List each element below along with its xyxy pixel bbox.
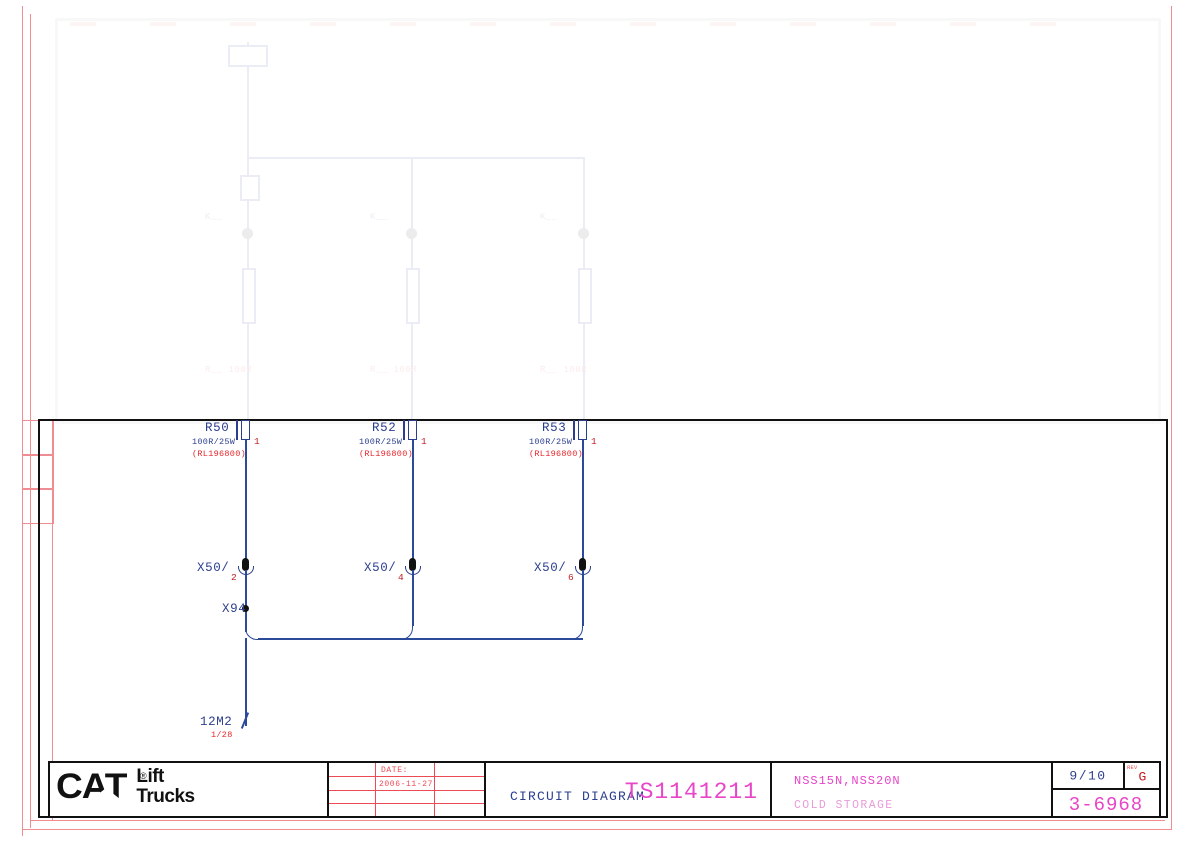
revision-grid: DATE: 2006-11-27: [329, 763, 484, 816]
page-number: 9/10: [1069, 768, 1107, 783]
drawing-number: TS1141211: [624, 779, 758, 805]
resistor-part-r50: (RL196800): [192, 449, 247, 459]
title-block-rev-cell: 9/10 REV G 3-6968: [1053, 763, 1159, 816]
connector-pinnum-x50-4: 4: [398, 572, 404, 583]
bus-horizontal: [258, 638, 583, 640]
resistor-symbol-r50: [241, 420, 250, 440]
title-block-model-cell: NSS15N,NSS20N COLD STORAGE: [772, 763, 1053, 816]
wire-bus-to-12m2: [245, 638, 247, 726]
resistor-part-r52: (RL196800): [359, 449, 414, 459]
date-value: 2006-11-27: [379, 780, 434, 789]
resistor-symbol-r53: [578, 420, 587, 440]
connector-label-x50-6: X50/: [534, 561, 567, 575]
wire-x50-6-to-bus: [582, 570, 584, 626]
resistor-ref-r50: R50: [205, 421, 230, 435]
frame-top-rule: [38, 419, 1168, 421]
resistor-rating-r52: 100R/25W: [359, 437, 403, 447]
connector-label-x50-2: X50/: [197, 561, 230, 575]
connector-label-x50-4: X50/: [364, 561, 397, 575]
page-rev-row: 9/10 REV G: [1053, 763, 1159, 790]
register-border-bottom-inner: [30, 820, 1165, 821]
model-designation: NSS15N,NSS20N: [794, 774, 901, 788]
sheet-link-label-12m2: 12M2: [200, 715, 233, 729]
cat-triangle-icon: [87, 788, 125, 803]
resistor-part-r53: (RL196800): [529, 449, 584, 459]
resistor-pin-r50: 1: [254, 436, 260, 447]
cat-lift-trucks-logo: CAT ® Lift Trucks: [56, 766, 195, 807]
resistor-ref-r52: R52: [372, 421, 397, 435]
brand-line-trucks: Trucks: [136, 786, 195, 807]
resistor-lead-r50: [236, 420, 238, 440]
title-block-logo-cell: CAT ® Lift Trucks: [50, 763, 329, 816]
date-label: DATE:: [381, 766, 409, 775]
title-block-title-cell: CIRCUIT DIAGRAM TS1141211: [486, 763, 772, 816]
resistor-rating-r50: 100R/25W: [192, 437, 236, 447]
zone-rail: [52, 420, 53, 820]
registered-trademark-icon: ®: [140, 771, 147, 781]
resistor-symbol-r52: [408, 420, 417, 440]
revision-cell: REV G: [1125, 763, 1159, 788]
revision-label: REV: [1127, 764, 1138, 771]
register-border-bottom: [22, 829, 1172, 830]
connector-pin-x50-2: [242, 558, 249, 571]
wire-r53-to-x50: [582, 440, 584, 566]
resistor-ref-r53: R53: [542, 421, 567, 435]
ghost-frame: [55, 18, 1161, 424]
ghost-overlay: K__ K__ K__ R__ 100R R__ 100R R__ 100R: [55, 18, 1161, 424]
resistor-lead-r52: [403, 420, 405, 440]
variant-designation: COLD STORAGE: [794, 799, 894, 812]
wire-r52-to-x50: [412, 440, 414, 566]
document-number: 3-6968: [1068, 794, 1144, 816]
resistor-lead-r53: [573, 420, 575, 440]
connector-pin-x50-4: [409, 558, 416, 571]
drawing-frame: [38, 419, 1168, 818]
zone-divider: [30, 420, 31, 522]
sheet-title: CIRCUIT DIAGRAM: [510, 789, 646, 804]
junction-node-x94: [242, 605, 249, 612]
connector-pinnum-x50-2: 2: [231, 572, 237, 583]
junction-label-x94: X94: [222, 602, 247, 616]
title-block-date-cell: DATE: 2006-11-27: [329, 763, 486, 816]
page-number-cell: 9/10: [1053, 763, 1125, 788]
connector-pinnum-x50-6: 6: [568, 572, 574, 583]
title-block: CAT ® Lift Trucks DATE: 2006-11-27: [48, 761, 1161, 818]
wire-x50-2-to-bus: [245, 570, 247, 632]
revision-value: G: [1138, 769, 1147, 785]
sheet-link-crossref-12m2: 1/28: [211, 730, 233, 740]
wire-r50-to-x50: [245, 440, 247, 566]
resistor-pin-r53: 1: [591, 436, 597, 447]
wire-x50-4-to-bus: [412, 570, 414, 626]
connector-pin-x50-6: [579, 558, 586, 571]
brand-line-lift: Lift: [136, 766, 164, 787]
register-border-right: [1171, 6, 1172, 830]
resistor-rating-r53: 100R/25W: [529, 437, 573, 447]
resistor-pin-r52: 1: [421, 436, 427, 447]
